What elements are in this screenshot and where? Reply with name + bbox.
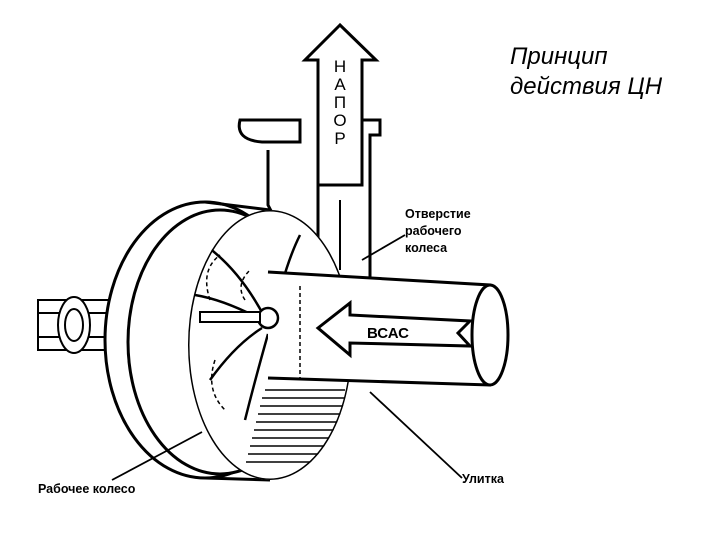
napor-letter-5: Р: [334, 129, 345, 148]
opening-label-line-2: рабочего: [405, 224, 462, 238]
volute-label: Улитка: [462, 472, 505, 486]
opening-label-line-3: колеса: [405, 241, 448, 255]
suction-arrow: [315, 299, 474, 359]
napor-letter-1: Н: [334, 57, 346, 76]
opening-label-line-1: Отверстие: [405, 207, 471, 221]
page-title: Принцип действия ЦН: [510, 42, 662, 102]
leader-lines: [111, 234, 463, 481]
vsac-label: ВСАС: [367, 325, 409, 342]
napor-label: Н А П О Р: [333, 57, 346, 148]
title-line-1: Принцип: [510, 43, 608, 70]
opening-label: Отверстие рабочего колеса: [405, 207, 471, 255]
napor-letter-3: П: [334, 93, 346, 112]
title-line-2: действия ЦН: [510, 73, 663, 100]
napor-arrow: [301, 22, 380, 187]
impeller-hub: [199, 306, 280, 330]
napor-letter-2: А: [334, 75, 346, 94]
napor-letter-4: О: [333, 111, 346, 130]
impeller-label: Рабочее колесо: [38, 482, 136, 496]
